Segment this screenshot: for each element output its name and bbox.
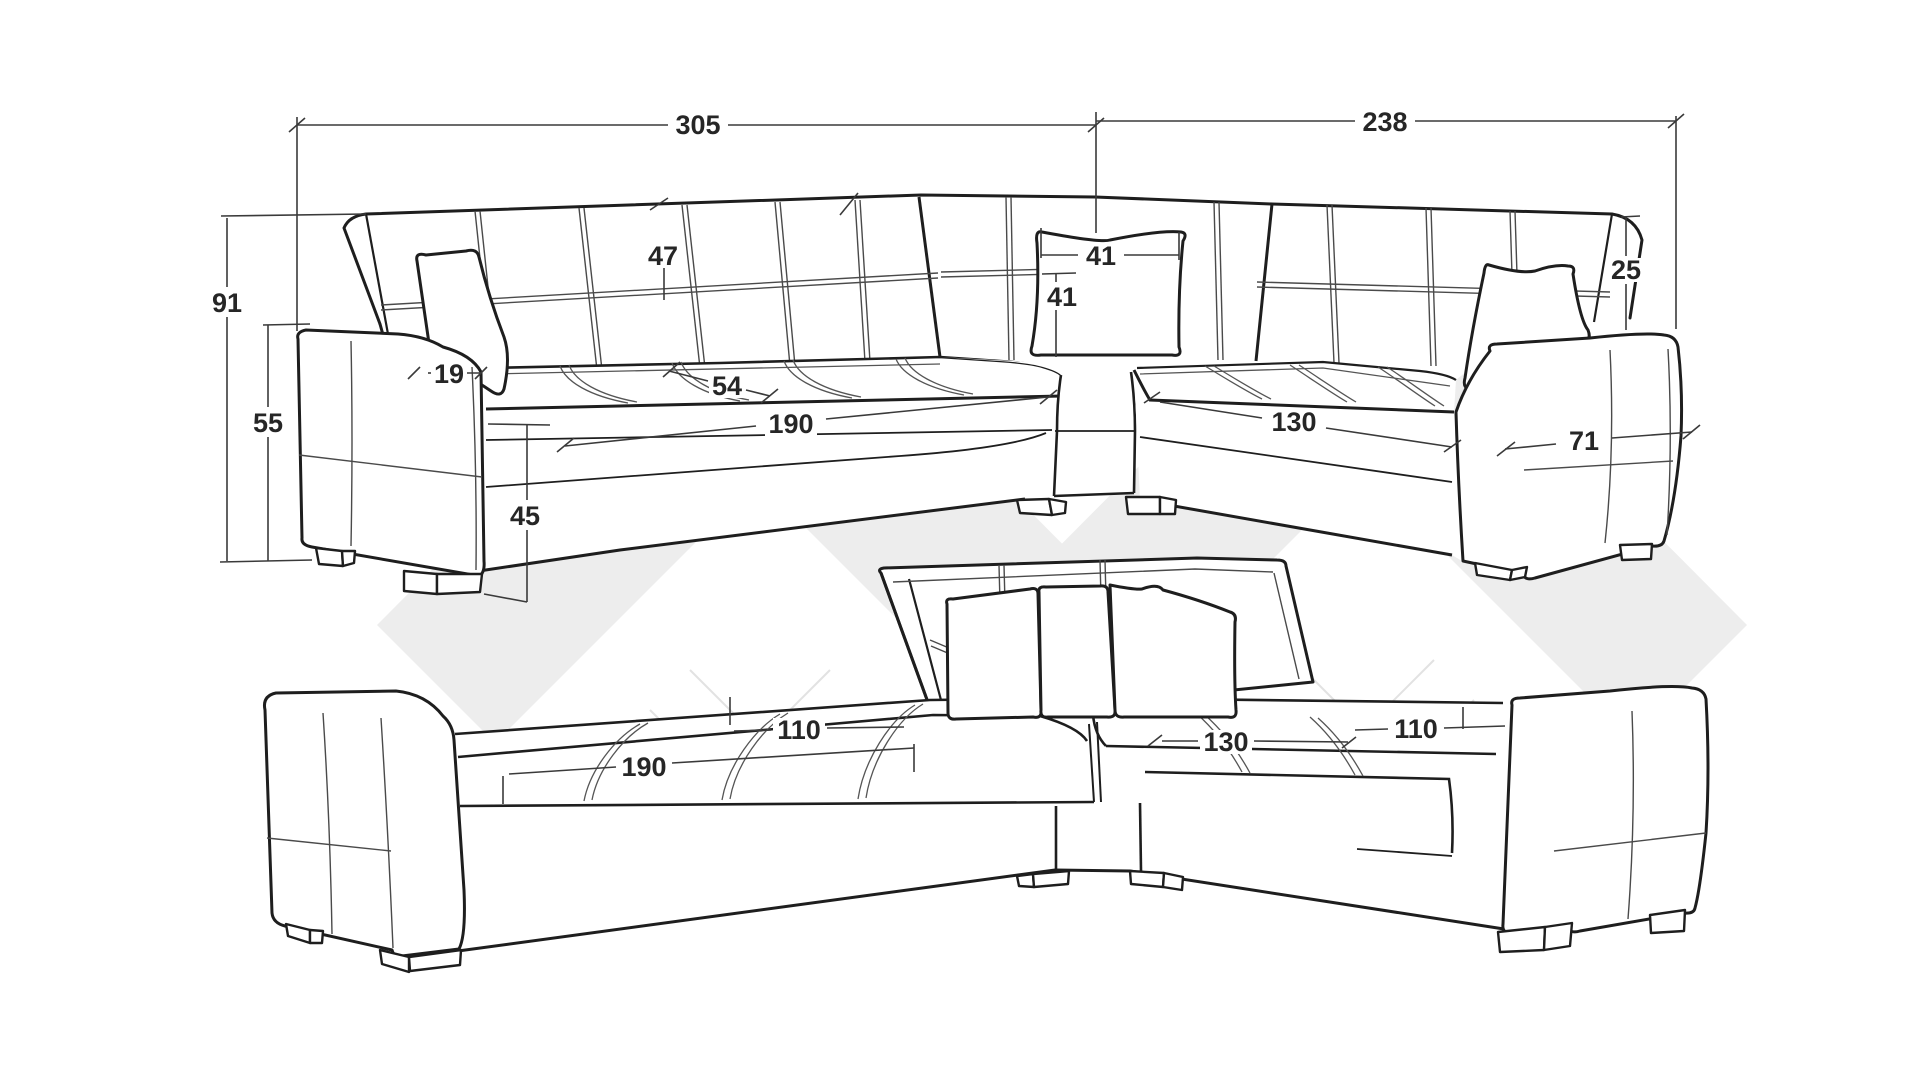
svg-text:110: 110: [777, 715, 821, 745]
svg-text:55: 55: [253, 408, 283, 438]
svg-text:71: 71: [1569, 426, 1599, 456]
svg-text:190: 190: [768, 409, 813, 439]
svg-text:110: 110: [1394, 714, 1438, 744]
svg-text:305: 305: [675, 110, 720, 140]
svg-text:130: 130: [1203, 727, 1248, 757]
svg-text:41: 41: [1047, 282, 1077, 312]
svg-text:19: 19: [434, 359, 464, 389]
svg-text:41: 41: [1086, 241, 1116, 271]
svg-text:130: 130: [1271, 407, 1316, 437]
svg-text:25: 25: [1611, 255, 1641, 285]
svg-text:238: 238: [1362, 107, 1407, 137]
svg-text:190: 190: [621, 752, 666, 782]
svg-text:54: 54: [712, 371, 742, 401]
svg-text:91: 91: [212, 288, 242, 318]
svg-text:45: 45: [510, 501, 540, 531]
svg-text:47: 47: [648, 241, 678, 271]
